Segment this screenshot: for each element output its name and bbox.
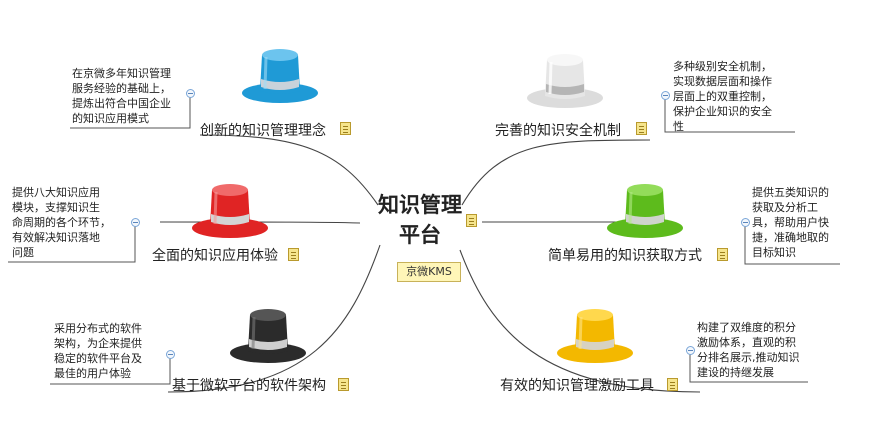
branch-label-br[interactable]: 有效的知识管理激励工具 [500, 378, 654, 394]
collapse-knob-icon[interactable] [166, 350, 175, 359]
top-hat-icon [557, 309, 633, 363]
desc-bracket-tl [70, 93, 191, 129]
connector-br [459, 249, 701, 393]
connector-tr [461, 139, 651, 206]
description-line: 提供五类知识的 [752, 186, 829, 199]
description-line: 架构，为企来提供 [54, 337, 142, 350]
description-line: 构建了双维度的积分 [697, 321, 796, 334]
branch-description-tl: 在京微多年知识管理 服务经验的基础上， 提炼出符合中国企业 的知识应用模式 [72, 66, 187, 126]
note-icon[interactable] [667, 378, 678, 391]
description-line: 多种级别安全机制， [673, 60, 772, 73]
center-title-line: 知识管理 [378, 193, 462, 217]
description-line: 服务经验的基础上， [72, 82, 171, 95]
description-line: 分排名展示,推动知识 [697, 351, 800, 364]
description-line: 保护企业知识的安全 [673, 105, 772, 118]
collapse-knob-icon[interactable] [686, 346, 695, 355]
center-tag[interactable]: 京微KMS [397, 262, 461, 282]
note-icon[interactable] [340, 122, 351, 135]
desc-bracket-tr [664, 95, 795, 133]
note-icon[interactable] [288, 248, 299, 261]
description-line: 性 [673, 120, 684, 133]
desc-bracket-br [689, 350, 808, 383]
note-icon[interactable] [636, 122, 647, 135]
desc-bracket-bl [50, 354, 171, 385]
branch-label-ml[interactable]: 全面的知识应用体验 [152, 248, 278, 264]
top-hat-icon [242, 49, 318, 103]
top-hat-icon [527, 54, 603, 108]
description-line: 层面上的双重控制， [673, 90, 772, 103]
description-line: 捷，准确地取的 [752, 231, 829, 244]
description-line: 建设的持继发展 [697, 366, 774, 379]
branch-label-mr[interactable]: 简单易用的知识获取方式 [548, 248, 702, 264]
collapse-knob-icon[interactable] [131, 218, 140, 227]
description-line: 稳定的软件平台及 [54, 352, 142, 365]
desc-bracket-mr [744, 222, 840, 265]
desc-bracket-ml [8, 222, 136, 263]
top-hat-icon [192, 184, 268, 238]
collapse-knob-icon[interactable] [661, 91, 670, 100]
collapse-knob-icon[interactable] [741, 218, 750, 227]
description-line: 最佳的用户体验 [54, 367, 131, 380]
connector-tl [199, 134, 379, 206]
description-line: 提供八大知识应用 [12, 186, 100, 199]
branch-label-bl[interactable]: 基于微软平台的软件架构 [172, 378, 326, 394]
connector-bl [167, 244, 381, 393]
description-line: 在京微多年知识管理 [72, 67, 171, 80]
branch-description-br: 构建了双维度的积分 激励体系，直观的积 分排名展示,推动知识 建设的持继发展 [697, 320, 822, 380]
branch-label-tl[interactable]: 创新的知识管理理念 [200, 123, 326, 139]
top-hat-icon [607, 184, 683, 238]
top-hat-icon [230, 309, 306, 363]
branch-description-tr: 多种级别安全机制， 实现数据层面和操作 层面上的双重控制， 保护企业知识的安全 … [673, 59, 798, 134]
collapse-knob-icon[interactable] [186, 89, 195, 98]
branch-description-ml: 提供八大知识应用 模块，支撑知识生 命周期的各个环节， 有效解决知识落地 问题 [12, 185, 132, 260]
note-icon[interactable] [466, 214, 477, 227]
description-line: 模块，支撑知识生 [12, 201, 100, 214]
center-title: 知识管理 平台 [360, 190, 480, 250]
description-line: 目标知识 [752, 246, 796, 259]
description-line: 实现数据层面和操作 [673, 75, 772, 88]
note-icon[interactable] [717, 248, 728, 261]
description-line: 问题 [12, 246, 34, 259]
branch-description-bl: 采用分布式的软件 架构，为企来提供 稳定的软件平台及 最佳的用户体验 [54, 321, 169, 381]
description-line: 具，帮助用户快 [752, 216, 829, 229]
description-line: 采用分布式的软件 [54, 322, 142, 335]
center-title-line: 平台 [399, 223, 441, 247]
description-line: 激励体系，直观的积 [697, 336, 796, 349]
description-line: 命周期的各个环节， [12, 216, 111, 229]
description-line: 的知识应用模式 [72, 112, 149, 125]
branch-description-mr: 提供五类知识的 获取及分析工 具，帮助用户快 捷，准确地取的 目标知识 [752, 185, 847, 260]
description-line: 获取及分析工 [752, 201, 818, 214]
description-line: 有效解决知识落地 [12, 231, 100, 244]
note-icon[interactable] [338, 378, 349, 391]
description-line: 提炼出符合中国企业 [72, 97, 171, 110]
branch-label-tr[interactable]: 完善的知识安全机制 [495, 123, 621, 139]
